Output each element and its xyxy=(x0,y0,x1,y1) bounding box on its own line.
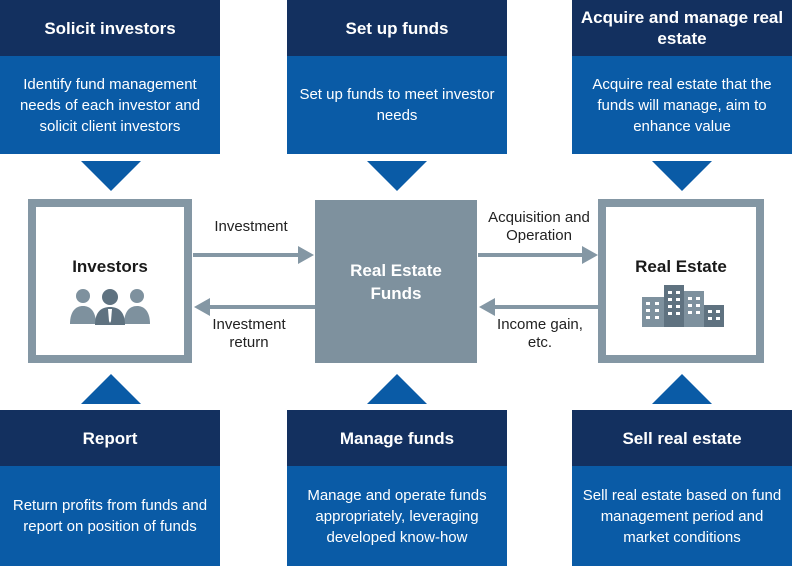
investment-label: Investment xyxy=(214,218,288,235)
card-title: Acquire and manage real estate xyxy=(572,0,792,56)
up-arrow-icon xyxy=(367,374,427,404)
investors-label: Investors xyxy=(72,257,148,276)
card-title: Report xyxy=(0,410,220,466)
acquisition-label: Acquisition and Operation xyxy=(488,209,590,244)
card-text: Manage and operate funds appropriately, … xyxy=(287,466,507,566)
up-arrow-icon xyxy=(81,374,141,404)
real-estate-label: Real Estate xyxy=(635,257,727,276)
card-text: Acquire real estate that the funds will … xyxy=(572,56,792,154)
investment-return-label: Investment return xyxy=(212,316,286,351)
down-arrow-icon xyxy=(367,161,427,191)
card-manage-funds: Manage funds Manage and operate funds ap… xyxy=(287,410,507,566)
card-title: Manage funds xyxy=(287,410,507,466)
card-text: Identify fund management needs of each i… xyxy=(0,56,220,154)
investors-node: Investors xyxy=(28,199,192,363)
up-arrow-icon xyxy=(652,374,712,404)
down-arrow-icon xyxy=(81,161,141,191)
card-solicit-investors: Solicit investors Identify fund manageme… xyxy=(0,0,220,154)
people-icon xyxy=(70,289,150,325)
card-title: Sell real estate xyxy=(572,410,792,466)
card-text: Sell real estate based on fund managemen… xyxy=(572,466,792,566)
card-acquire-manage: Acquire and manage real estate Acquire r… xyxy=(572,0,792,154)
real-estate-funds-box: Real Estate Funds xyxy=(315,200,477,363)
card-title: Solicit investors xyxy=(0,0,220,56)
down-arrow-icon xyxy=(652,161,712,191)
card-report: Report Return profits from funds and rep… xyxy=(0,410,220,566)
buildings-icon xyxy=(642,285,724,327)
card-title: Set up funds xyxy=(287,0,507,56)
card-set-up-funds: Set up funds Set up funds to meet invest… xyxy=(287,0,507,154)
card-text: Return profits from funds and report on … xyxy=(0,466,220,566)
card-text: Set up funds to meet investor needs xyxy=(287,56,507,154)
income-label: Income gain, etc. xyxy=(497,316,583,351)
card-sell-real-estate: Sell real estate Sell real estate based … xyxy=(572,410,792,566)
real-estate-node: Real Estate xyxy=(598,199,764,363)
